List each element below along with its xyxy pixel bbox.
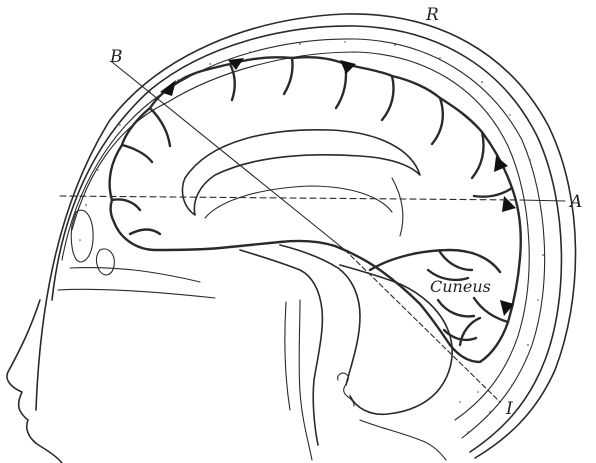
label-a: A bbox=[568, 192, 582, 212]
label-b: B bbox=[109, 47, 123, 67]
label-i: I bbox=[505, 399, 513, 419]
frontal-sinus bbox=[71, 210, 114, 275]
corpus-callosum bbox=[182, 130, 420, 236]
brainstem-cerebellum bbox=[240, 245, 452, 460]
bone-stipple bbox=[79, 41, 544, 433]
label-r: R bbox=[425, 5, 439, 25]
skull-outline bbox=[36, 14, 576, 458]
occipital-lobe bbox=[370, 250, 500, 345]
label-cuneus: Cuneus bbox=[430, 277, 491, 296]
